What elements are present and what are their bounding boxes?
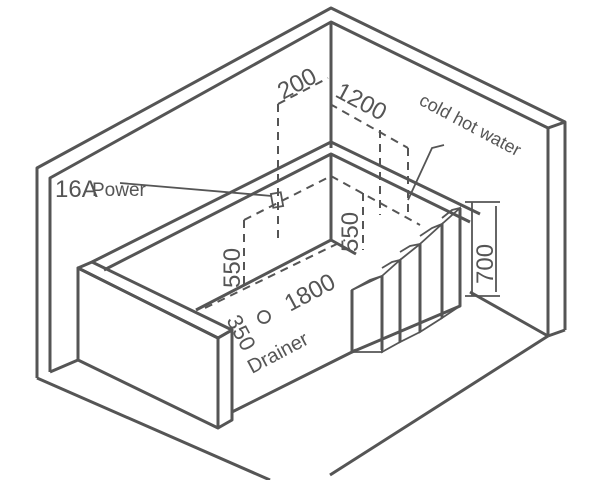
dim-550-right-label: 550 <box>337 212 364 252</box>
power-label: Power <box>92 180 147 201</box>
bathtub <box>76 140 481 430</box>
dimension-lines <box>119 77 500 324</box>
power-rating-label: 16A <box>55 176 98 203</box>
dim-1800-label: 1800 <box>280 268 340 317</box>
power-socket-icon <box>269 191 285 209</box>
water-label: cold hot water <box>416 90 524 160</box>
dim-200-label: 200 <box>273 63 321 106</box>
dim-350-label: 350 <box>222 311 261 355</box>
brick-support <box>350 205 462 354</box>
room-walls <box>35 6 567 480</box>
dim-550-left-label: 550 <box>219 248 246 288</box>
drain-icon <box>257 310 271 324</box>
dim-700-label: 700 <box>472 244 499 284</box>
dim-1200-label: 1200 <box>331 77 391 126</box>
